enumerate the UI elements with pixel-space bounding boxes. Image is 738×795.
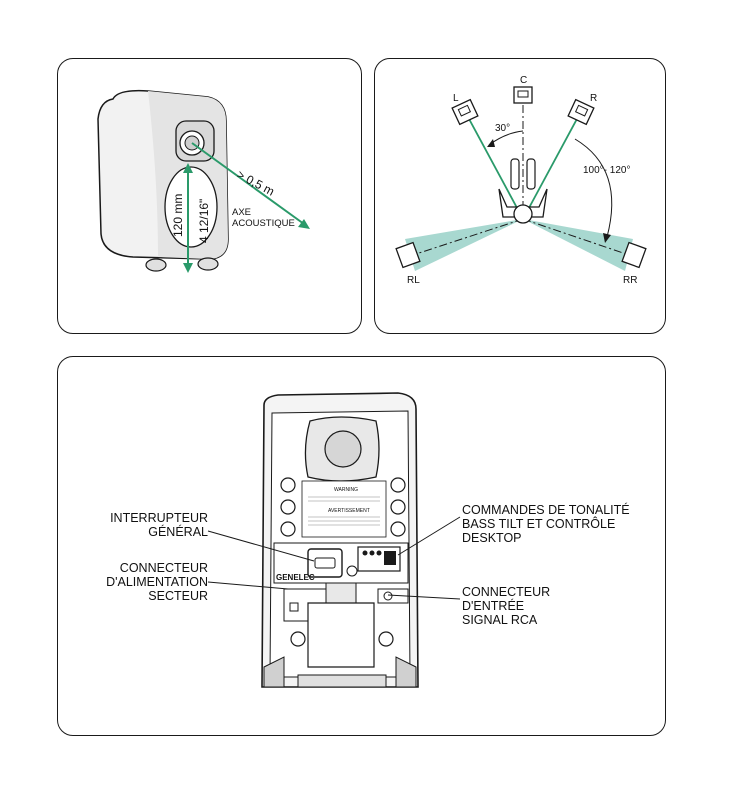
rca-input-callout: CONNECTEUR D'ENTRÉE SIGNAL RCA [462,585,622,627]
axis-label-line2: ACOUSTIQUE [232,218,295,229]
power-connector-line1: CONNECTEUR [78,561,208,575]
surround-layout-panel: L C R RL RR 30° 100°- 120° [374,58,666,334]
power-switch-callout: INTERRUPTEUR GÉNÉRAL [96,511,208,539]
power-switch-line1: INTERRUPTEUR [96,511,208,525]
speaker-label-r: R [590,93,597,104]
rear-panel-drawing: WARNING AVERTISSEMENT GENELEC [58,357,667,737]
angle-rear-label: 100°- 120° [583,165,630,176]
distance-label: > 0,5 m [235,167,277,198]
speaker-label-c: C [520,75,527,86]
tone-controls-line2: BASS TILT ET CONTRÔLE [462,517,662,531]
rca-input-line1: CONNECTEUR [462,585,622,599]
speaker-c-icon [514,87,532,103]
speaker-axis-panel: 120 mm 4 12/16" > 0,5 m AXE ACOUSTIQUE [57,58,362,334]
tone-controls-callout: COMMANDES DE TONALITÉ BASS TILT ET CONTR… [462,503,662,545]
speaker-label-rl: RL [407,275,420,286]
warning-title: WARNING [334,487,358,493]
power-connector-line3: SECTEUR [78,589,208,603]
power-connector-callout: CONNECTEUR D'ALIMENTATION SECTEUR [78,561,208,603]
warning-title-fr: AVERTISSEMENT [328,508,370,514]
speaker-label-l: L [453,93,459,104]
tone-controls-line3: DESKTOP [462,531,662,545]
power-connector-line2: D'ALIMENTATION [78,575,208,589]
rca-input-line3: SIGNAL RCA [462,613,622,627]
tone-controls-line1: COMMANDES DE TONALITÉ [462,503,662,517]
rca-input-line2: D'ENTRÉE [462,599,622,613]
axis-label-line1: AXE [232,207,251,218]
angle-front-label: 30° [495,123,510,134]
dimension-in-label: 4 12/16" [197,199,211,243]
rear-panel: WARNING AVERTISSEMENT GENELEC [57,356,666,736]
brand-logo: GENELEC [276,573,315,582]
surround-layout-drawing: L C R RL RR 30° 100°- 120° [375,59,667,335]
speaker-axis-drawing: 120 mm 4 12/16" > 0,5 m AXE ACOUSTIQUE [58,59,363,335]
speaker-label-rr: RR [623,275,637,286]
power-switch-line2: GÉNÉRAL [96,525,208,539]
dimension-mm-label: 120 mm [171,194,185,237]
